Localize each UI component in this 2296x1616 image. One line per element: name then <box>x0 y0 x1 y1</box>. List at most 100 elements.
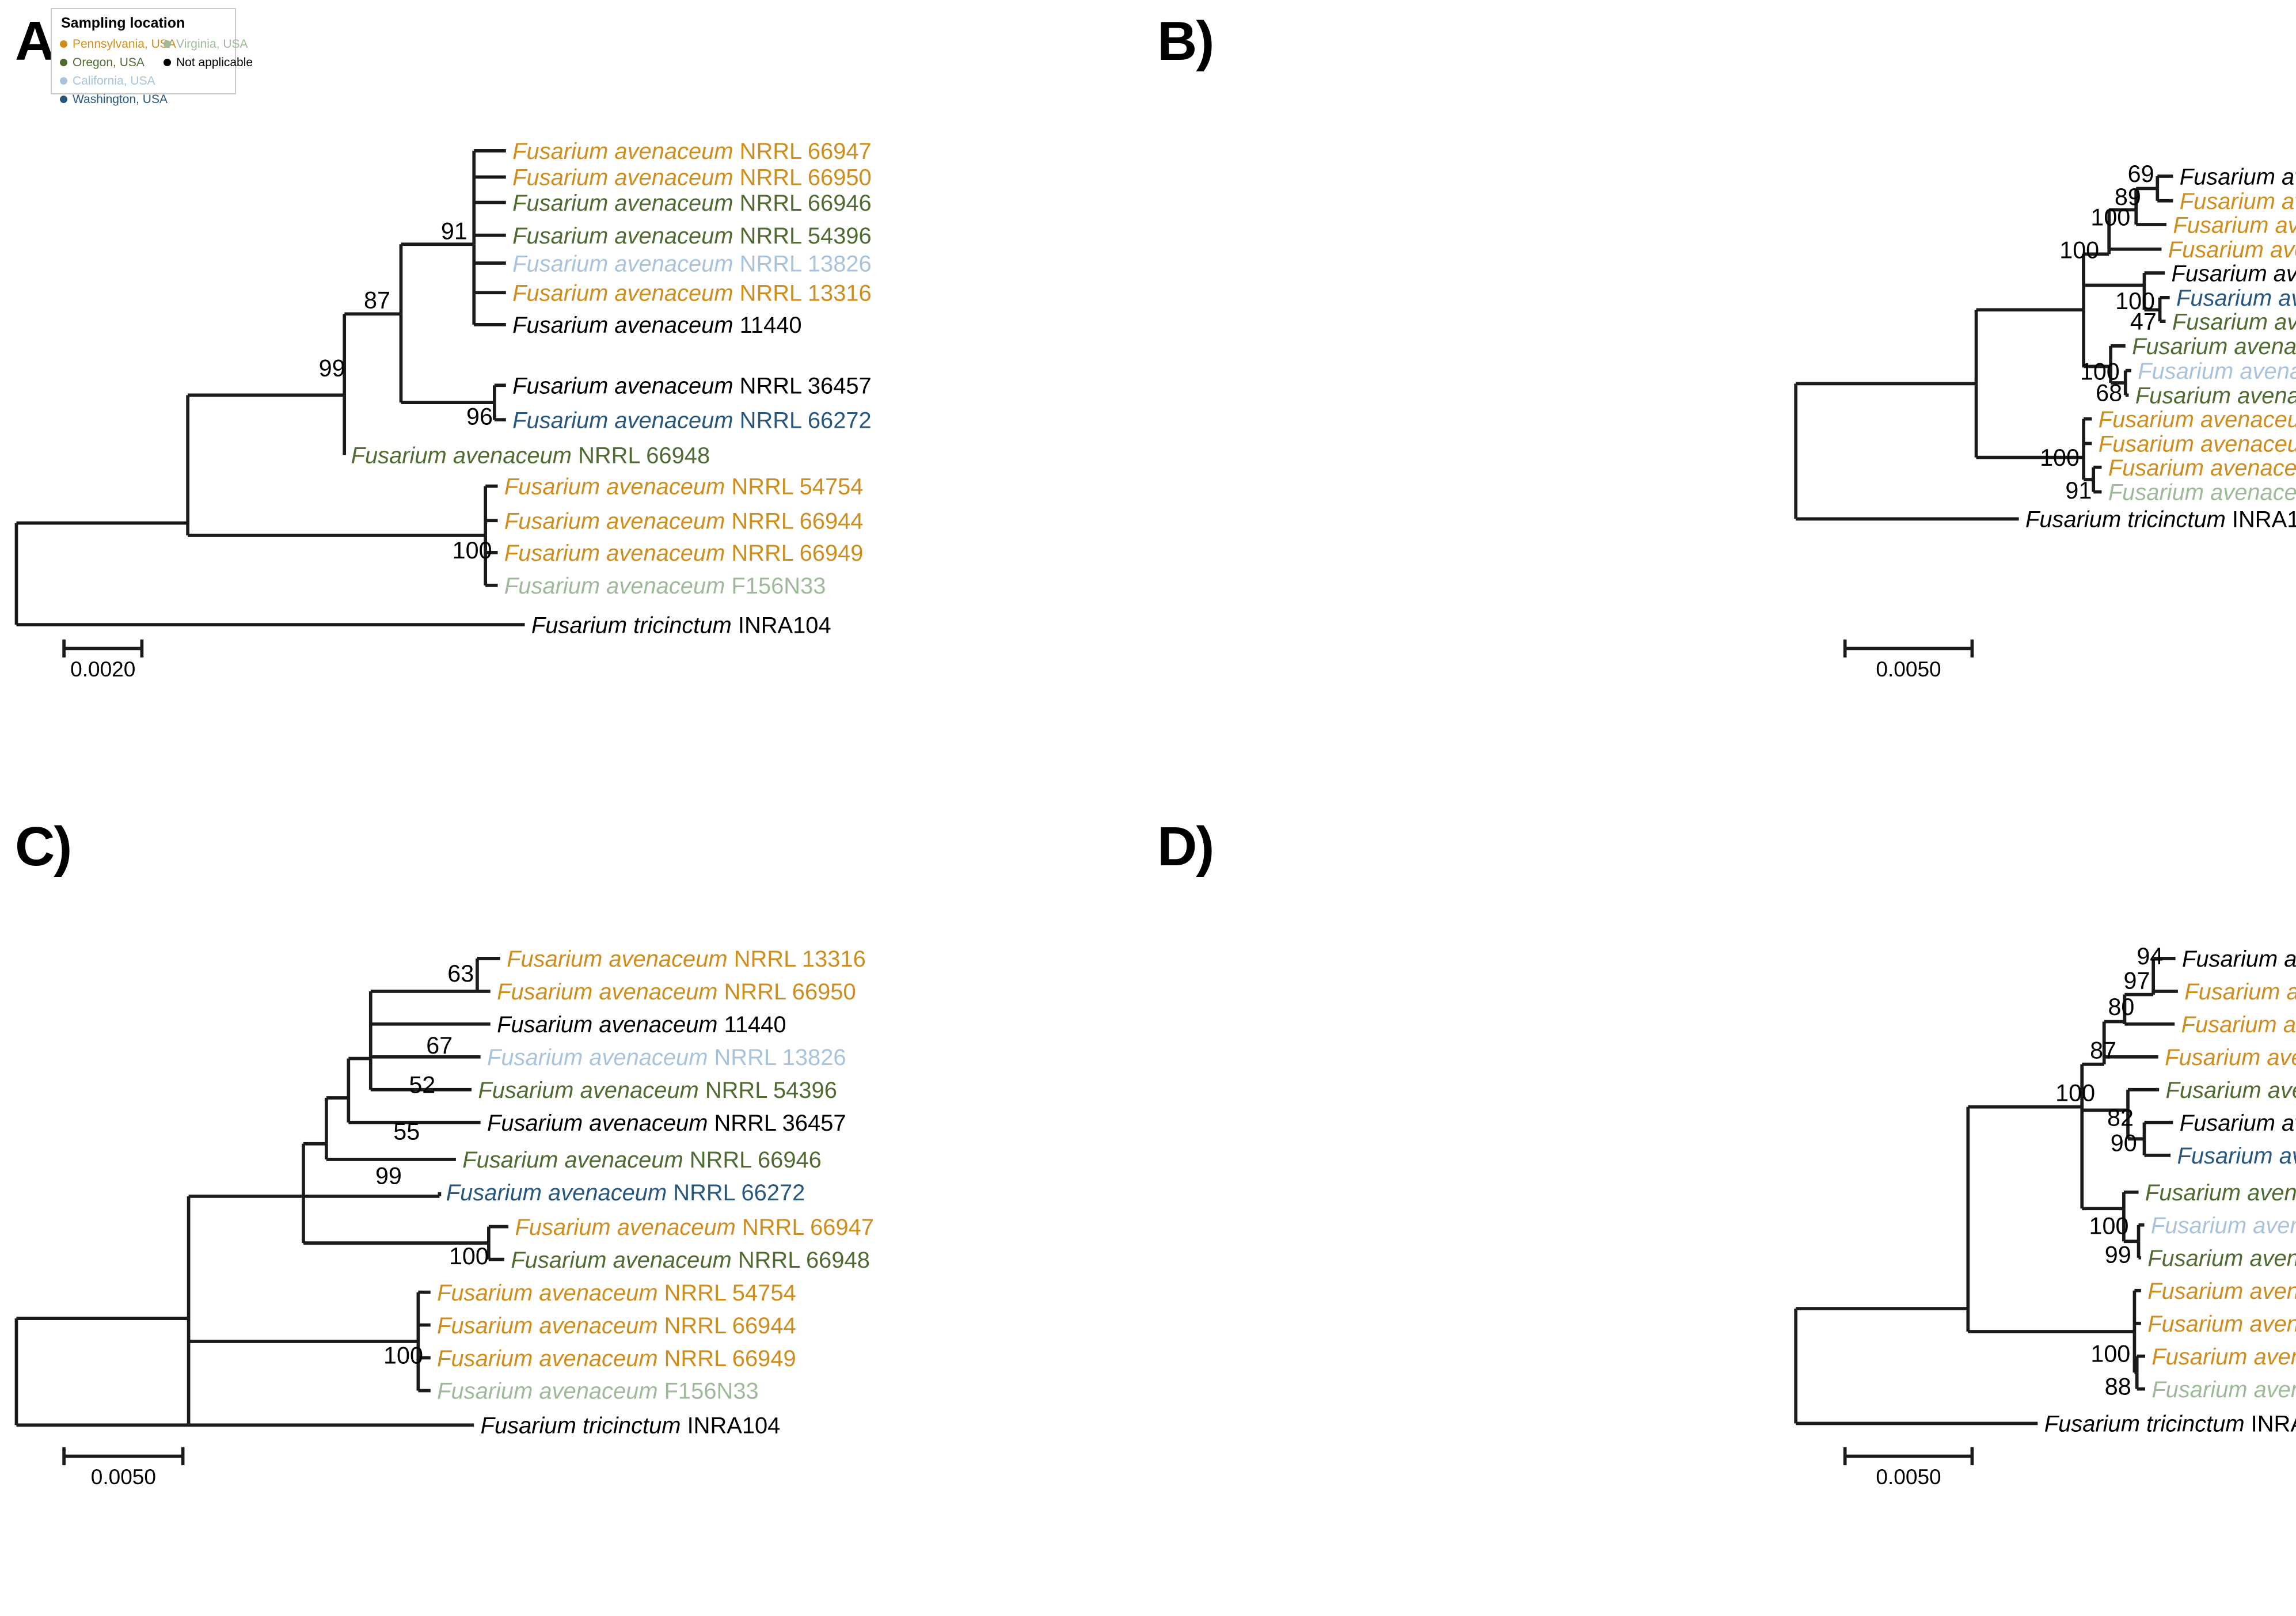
taxon-label: Fusarium avenaceum NRRL 54754 <box>504 474 864 500</box>
taxon-label: Fusarium avenaceum NRRL 66946 <box>462 1147 822 1173</box>
legend-item-label: Pennsylvania, USA <box>73 37 176 51</box>
bootstrap-value: 100 <box>453 537 492 564</box>
taxon-genus-species: Fusarium avenaceum <box>2180 189 2296 214</box>
taxon-genus-species: Fusarium avenaceum <box>504 541 732 566</box>
taxon-genus-species: Fusarium avenaceum <box>2147 1279 2296 1304</box>
taxon-label: Fusarium avenaceum NRRL 66949 <box>437 1346 796 1371</box>
taxon-strain: F156N33 <box>664 1379 759 1404</box>
bootstrap-value: 68 <box>2096 379 2122 406</box>
bootstrap-value: 80 <box>2108 994 2134 1020</box>
taxon-genus-species: Fusarium avenaceum <box>2182 946 2296 972</box>
tree-branches <box>1794 957 2178 1425</box>
taxon-strain: NRRL 36457 <box>714 1111 846 1136</box>
taxon-label: Fusarium avenaceum NRRL 66948 <box>511 1248 870 1273</box>
panel-letter-d: D) <box>1157 816 1214 877</box>
legend-color-dot-icon <box>164 40 171 48</box>
taxon-strain: NRRL 66272 <box>673 1180 805 1206</box>
taxon-label: Fusarium avenaceum NRRL 66948 <box>2166 1078 2296 1103</box>
taxon-strain: INRA104 <box>2232 507 2296 533</box>
taxon-genus-species: Fusarium avenaceum <box>2172 309 2296 334</box>
taxon-strain: NRRL 54754 <box>664 1280 796 1306</box>
bootstrap-value: 100 <box>2115 288 2155 314</box>
taxon-strain: NRRL 13826 <box>714 1045 846 1070</box>
taxon-genus-species: Fusarium avenaceum <box>515 1215 742 1240</box>
bootstrap-value: 96 <box>466 404 493 430</box>
taxon-label: Fusarium avenaceum NRRL 54754 <box>2151 1344 2296 1370</box>
taxon-label: Fusarium avenaceum NRRL 66947 <box>2173 212 2296 238</box>
bootstrap-value: 100 <box>383 1342 423 1368</box>
taxon-genus-species: Fusarium avenaceum <box>512 165 740 191</box>
legend-item: Washington, USA <box>60 92 168 107</box>
taxon-genus-species: Fusarium avenaceum <box>504 508 732 534</box>
taxon-label: Fusarium avenaceum NRRL 54754 <box>2108 455 2296 481</box>
bootstrap-value: 100 <box>2089 1212 2129 1239</box>
taxon-genus-species: Fusarium avenaceum <box>2177 1143 2296 1169</box>
taxon-genus-species: Fusarium avenaceum <box>504 573 732 599</box>
taxon-label: Fusarium avenaceum NRRL 66946 <box>2132 334 2296 359</box>
taxon-label: Fusarium avenaceum NRRL 66949 <box>2099 432 2296 457</box>
taxon-strain: INRA104 <box>687 1413 781 1439</box>
taxon-genus-species: Fusarium avenaceum <box>512 251 740 276</box>
taxon-genus-species: Fusarium avenaceum <box>2138 359 2296 384</box>
legend-color-dot-icon <box>60 77 67 85</box>
taxon-label: Fusarium avenaceum F156N33 <box>437 1379 759 1404</box>
taxon-genus-species: Fusarium avenaceum <box>2173 212 2296 238</box>
scale-bar: 0.0050 <box>1843 639 1974 681</box>
bootstrap-value: 69 <box>2128 161 2154 187</box>
taxon-label: Fusarium tricinctum INRA104 <box>531 613 831 638</box>
taxon-genus-species: Fusarium avenaceum <box>512 281 740 306</box>
taxon-genus-species: Fusarium avenaceum <box>2147 1311 2296 1337</box>
taxon-genus-species: Fusarium tricinctum <box>2025 507 2232 533</box>
taxon-label: Fusarium avenaceum NRRL 36457 <box>512 373 872 398</box>
bootstrap-value: 87 <box>364 287 390 313</box>
scale-bar-label: 0.0050 <box>91 1465 156 1489</box>
bootstrap-value: 91 <box>441 218 467 245</box>
taxon-genus-species: Fusarium avenaceum <box>462 1147 690 1173</box>
taxon-genus-species: Fusarium avenaceum <box>446 1180 674 1206</box>
taxon-label: Fusarium avenaceum 11440 <box>512 313 801 338</box>
taxon-strain: 11440 <box>724 1012 786 1037</box>
taxon-strain: NRRL 66947 <box>740 139 872 164</box>
scale-bar-label: 0.0050 <box>1876 657 1941 681</box>
bootstrap-value: 52 <box>409 1071 435 1098</box>
bootstrap-value: 67 <box>426 1032 453 1059</box>
taxon-label: Fusarium avenaceum NRRL 66272 <box>2176 286 2296 311</box>
bootstrap-value: 91 <box>2065 477 2092 504</box>
bootstrap-value: 55 <box>393 1119 420 1145</box>
taxon-label: Fusarium avenaceum NRRL 66948 <box>2172 309 2296 334</box>
taxon-strain: NRRL 66949 <box>664 1346 796 1371</box>
taxon-genus-species: Fusarium avenaceum <box>437 1280 664 1306</box>
legend-item: Not applicable <box>164 55 253 70</box>
taxon-strain: NRRL 36457 <box>740 373 872 398</box>
taxon-genus-species: Fusarium avenaceum <box>504 474 732 500</box>
taxon-label: Fusarium avenaceum NRRL 13826 <box>2138 359 2296 384</box>
taxon-label: Fusarium avenaceum 11440 <box>2182 946 2296 972</box>
taxon-label: Fusarium avenaceum NRRL 66946 <box>512 191 872 216</box>
taxon-genus-species: Fusarium avenaceum <box>511 1248 738 1273</box>
taxon-genus-species: Fusarium avenaceum <box>512 408 740 433</box>
taxon-label: Fusarium avenaceum NRRL 66947 <box>2165 1045 2296 1070</box>
taxon-strain: INRA104 <box>2251 1412 2296 1437</box>
taxon-strain: NRRL 54396 <box>705 1078 837 1103</box>
bootstrap-value: 99 <box>2105 1241 2131 1268</box>
taxon-label: Fusarium avenaceum NRRL 36457 <box>2180 1111 2296 1136</box>
taxon-genus-species: Fusarium avenaceum <box>2145 1180 2296 1206</box>
bootstrap-value: 100 <box>2055 1080 2095 1107</box>
taxon-strain: F156N33 <box>731 573 826 599</box>
taxon-strain: NRRL 13316 <box>734 946 866 972</box>
taxon-genus-species: Fusarium avenaceum <box>2168 237 2296 263</box>
taxon-strain: NRRL 66946 <box>740 191 872 216</box>
legend-title: Sampling location <box>61 15 185 31</box>
tree-branches <box>1794 174 2173 521</box>
taxon-label: Fusarium avenaceum NRRL 54754 <box>437 1280 796 1306</box>
taxon-genus-species: Fusarium avenaceum <box>2147 1246 2296 1271</box>
taxon-label: Fusarium avenaceum NRRL 13316 <box>2184 979 2296 1005</box>
taxon-label: Fusarium avenaceum NRRL 66272 <box>446 1180 805 1206</box>
